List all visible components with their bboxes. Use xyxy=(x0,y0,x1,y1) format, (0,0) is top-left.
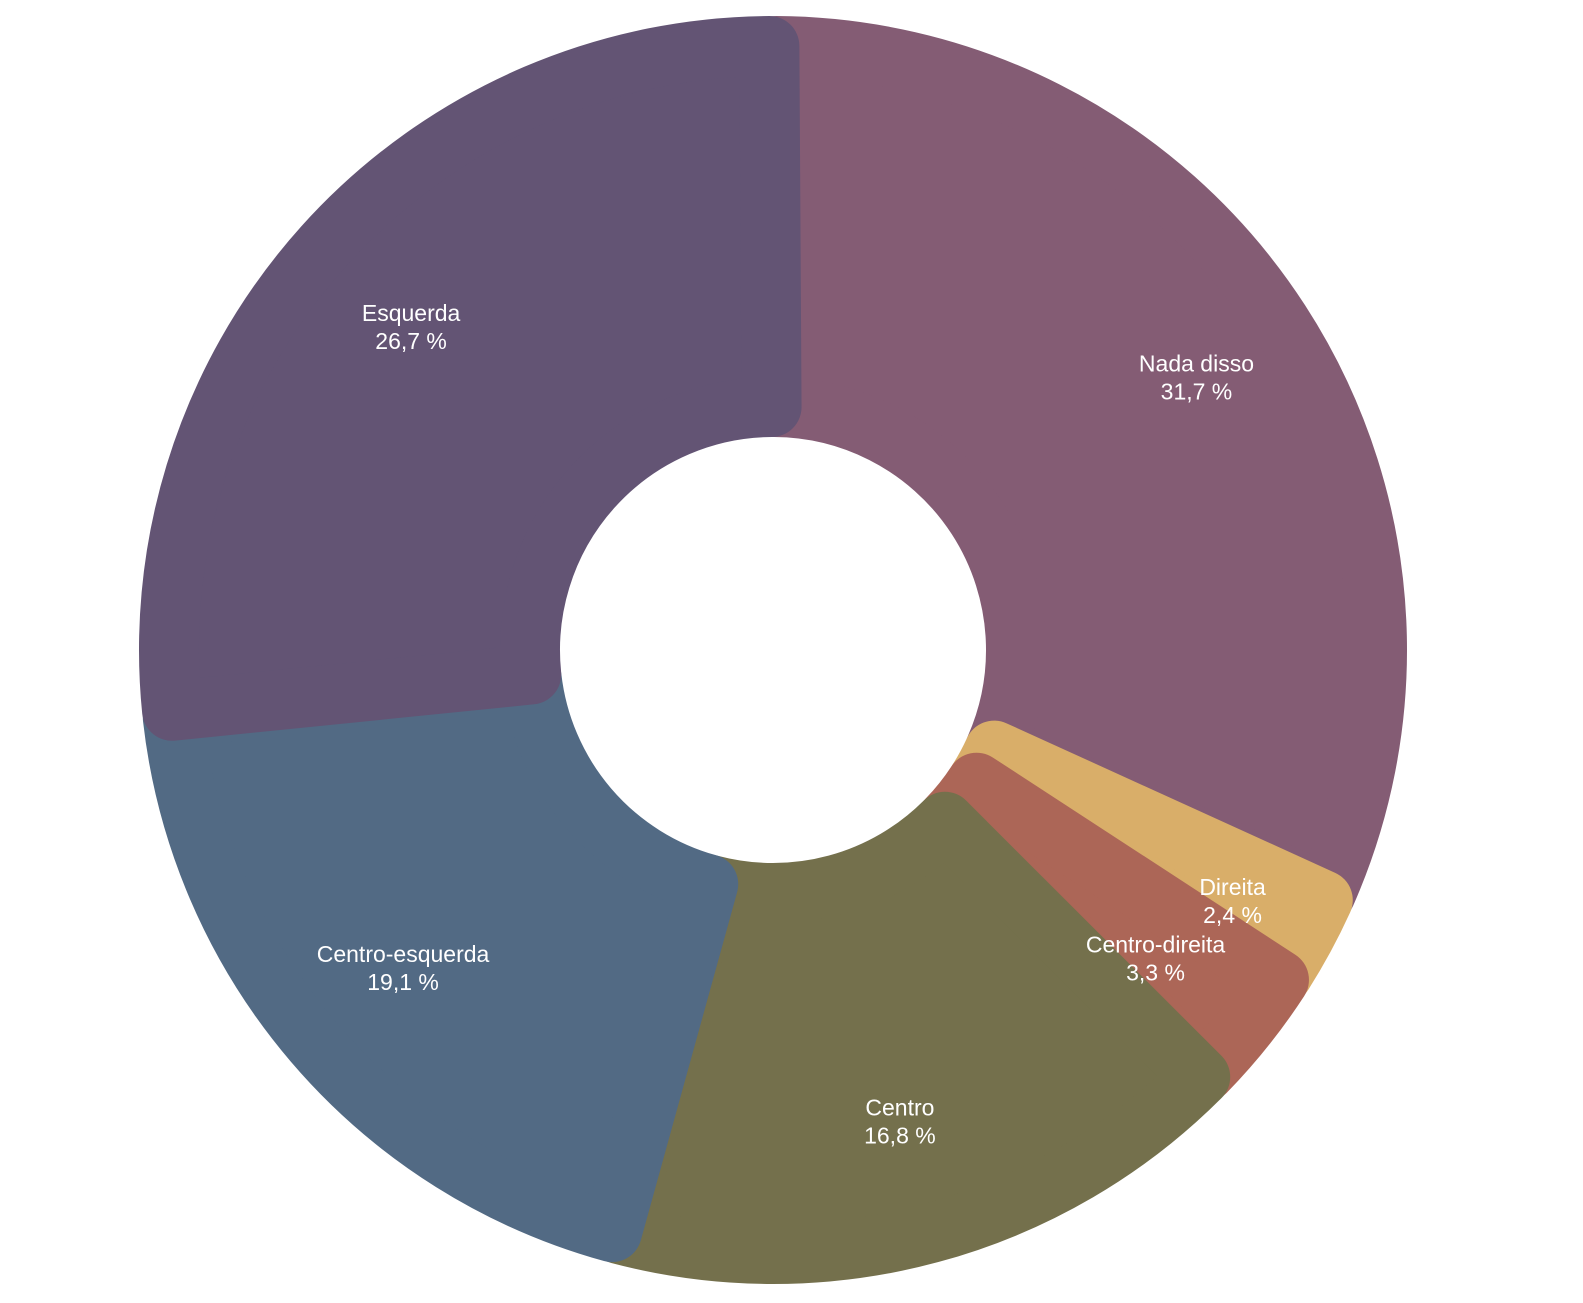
value-label-centro: 16,8 % xyxy=(864,1123,936,1149)
label-direita: Direita xyxy=(1199,874,1266,900)
value-label-direita: 2,4 % xyxy=(1203,902,1262,928)
label-centro-direita: Centro-direita xyxy=(1086,931,1226,957)
value-label-centro-esquerda: 19,1 % xyxy=(367,969,439,995)
value-label-nada-disso: 31,7 % xyxy=(1161,379,1233,405)
slice-centro[interactable] xyxy=(588,791,1231,1284)
value-label-centro-direita: 3,3 % xyxy=(1126,959,1185,985)
slice-esquerda[interactable] xyxy=(139,16,802,741)
slice-nada-disso[interactable] xyxy=(744,16,1407,924)
label-centro-esquerda: Centro-esquerda xyxy=(317,941,490,967)
value-label-esquerda: 26,7 % xyxy=(375,328,447,354)
label-esquerda: Esquerda xyxy=(362,300,461,326)
label-nada-disso: Nada disso xyxy=(1139,351,1254,377)
slices-group xyxy=(139,16,1407,1284)
slice-centro-esquerda[interactable] xyxy=(142,647,739,1263)
label-centro: Centro xyxy=(865,1095,934,1121)
